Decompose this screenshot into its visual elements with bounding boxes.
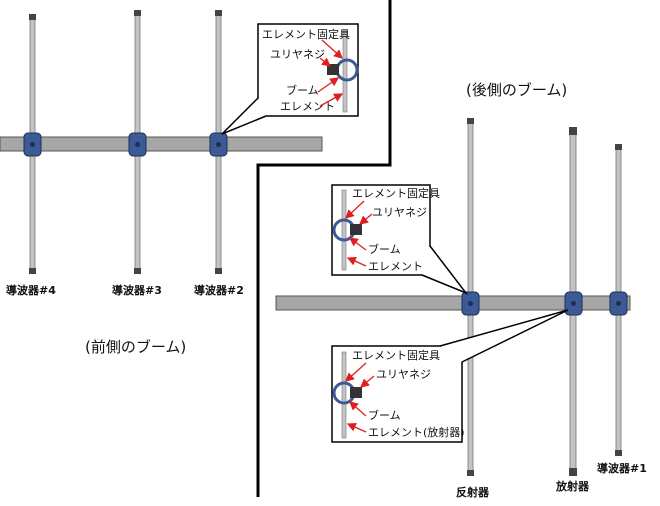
reflector-callout-element-label: エレメント (368, 260, 423, 273)
front-callout-boom-label: ブーム (286, 83, 319, 97)
front-callout-mount-label: エレメント固定具 (262, 27, 350, 41)
reflector-callout-mount-label: エレメント固定具 (352, 186, 440, 200)
front-boom (0, 136, 323, 152)
front-callout-wingnut-label: ユリヤネジ (270, 48, 325, 61)
radiator-callout-boom-label: ブーム (368, 408, 401, 422)
director-2-label: 導波器#2 (194, 283, 244, 297)
reflector-label: 反射器 (456, 485, 490, 499)
director-1-label: 導波器#1 (597, 461, 647, 475)
front-boom-caption: (前側のブーム) (85, 338, 186, 356)
reflector-callout-wingnut-label: ユリヤネジ (372, 206, 427, 219)
radiator-callout-mount-label: エレメント固定具 (352, 348, 440, 362)
rear-boom-caption: (後側のブーム) (466, 81, 567, 99)
director-3-label: 導波器#3 (112, 283, 162, 297)
radiator-label: 放射器 (555, 479, 590, 493)
director-1-clamp (609, 291, 628, 316)
rear-boom (275, 295, 631, 311)
reflector-clamp (461, 291, 480, 316)
front-boom-group: 導波器#4 導波器#3 導波器#2 (前側のブーム) エレメント固定具 ユリヤネ… (0, 10, 359, 356)
director-4-clamp (23, 132, 42, 157)
reflector-callout-boom-label: ブーム (368, 242, 401, 256)
front-callout-element-label: エレメント (280, 100, 335, 113)
section-divider (256, 0, 392, 497)
reflector-callout: エレメント固定具 ユリヤネジ ブーム エレメント (331, 184, 469, 295)
director-2-clamp (209, 132, 228, 157)
director-3-clamp (128, 132, 147, 157)
rear-boom-group: (後側のブーム) (275, 81, 647, 499)
front-callout: エレメント固定具 ユリヤネジ ブーム エレメント (221, 23, 359, 135)
radiator-clamp (564, 291, 583, 316)
radiator-callout-element-label: エレメント(放射器) (368, 425, 465, 439)
radiator-callout-wingnut-label: ユリヤネジ (376, 368, 431, 381)
radiator-callout: エレメント固定具 ユリヤネジ ブーム エレメント(放射器) (331, 309, 569, 443)
director-4-label: 導波器#4 (6, 283, 56, 297)
